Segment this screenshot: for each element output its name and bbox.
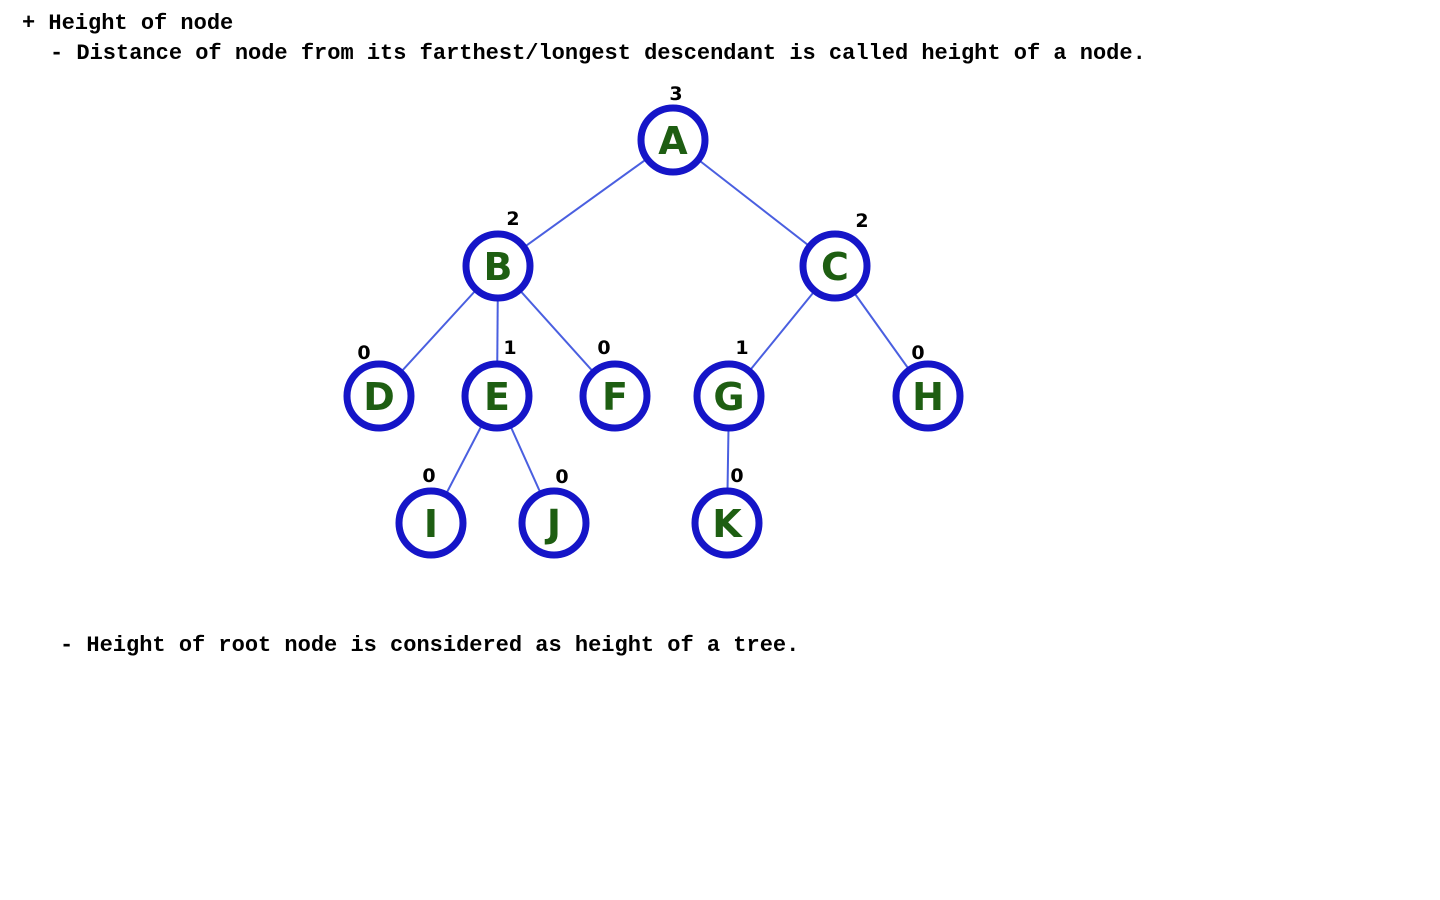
node-label: J: [544, 502, 561, 546]
edge-a-b: [497, 139, 674, 267]
node-circle: [637, 104, 709, 176]
tree-node-h: H: [892, 360, 964, 432]
node-label: G: [713, 375, 744, 419]
tree-node-a: A: [637, 104, 709, 176]
height-label-f: 0: [597, 337, 610, 359]
node-circle: [462, 230, 534, 302]
height-label-j: 0: [555, 466, 568, 488]
node-circle: [518, 487, 590, 559]
tree-node-k: K: [691, 487, 763, 559]
edges-layer: [378, 139, 929, 524]
node-label: B: [484, 245, 513, 289]
tree-node-e: E: [461, 360, 533, 432]
node-circle: [892, 360, 964, 432]
tree-node-j: J: [518, 487, 590, 559]
tree-node-f: F: [579, 360, 651, 432]
node-label: D: [363, 375, 395, 419]
root-height-note: - Height of root node is considered as h…: [60, 633, 800, 658]
node-circle: [579, 360, 651, 432]
node-circle: [693, 360, 765, 432]
nodes-layer: A B C D E F G H I J K: [343, 104, 964, 559]
node-label: C: [821, 245, 849, 289]
tree-node-i: I: [395, 487, 467, 559]
tree-node-g: G: [693, 360, 765, 432]
node-circle: [799, 230, 871, 302]
height-labels-layer: 3 2 2 0 1 0 1 0 0 0 0: [357, 83, 924, 488]
height-label-g: 1: [735, 337, 748, 359]
height-label-k: 0: [730, 465, 743, 487]
definition-text: - Distance of node from its farthest/lon…: [50, 41, 1146, 66]
node-label: H: [912, 375, 944, 419]
height-label-i: 0: [422, 465, 435, 487]
height-label-c: 2: [855, 210, 868, 232]
node-circle: [343, 360, 415, 432]
tree-node-b: B: [462, 230, 534, 302]
node-label: F: [602, 375, 628, 419]
height-label-e: 1: [503, 337, 516, 359]
node-circle: [691, 487, 763, 559]
node-label: E: [484, 375, 510, 419]
height-label-a: 3: [669, 83, 682, 105]
height-label-h: 0: [911, 342, 924, 364]
node-label: I: [424, 502, 438, 546]
tree-node-c: C: [799, 230, 871, 302]
height-label-d: 0: [357, 342, 370, 364]
tree-node-d: D: [343, 360, 415, 432]
node-label: A: [658, 119, 688, 163]
node-circle: [395, 487, 467, 559]
height-label-b: 2: [506, 208, 519, 230]
node-circle: [461, 360, 533, 432]
heading-height-of-node: + Height of node: [22, 11, 234, 36]
node-label: K: [712, 502, 743, 546]
